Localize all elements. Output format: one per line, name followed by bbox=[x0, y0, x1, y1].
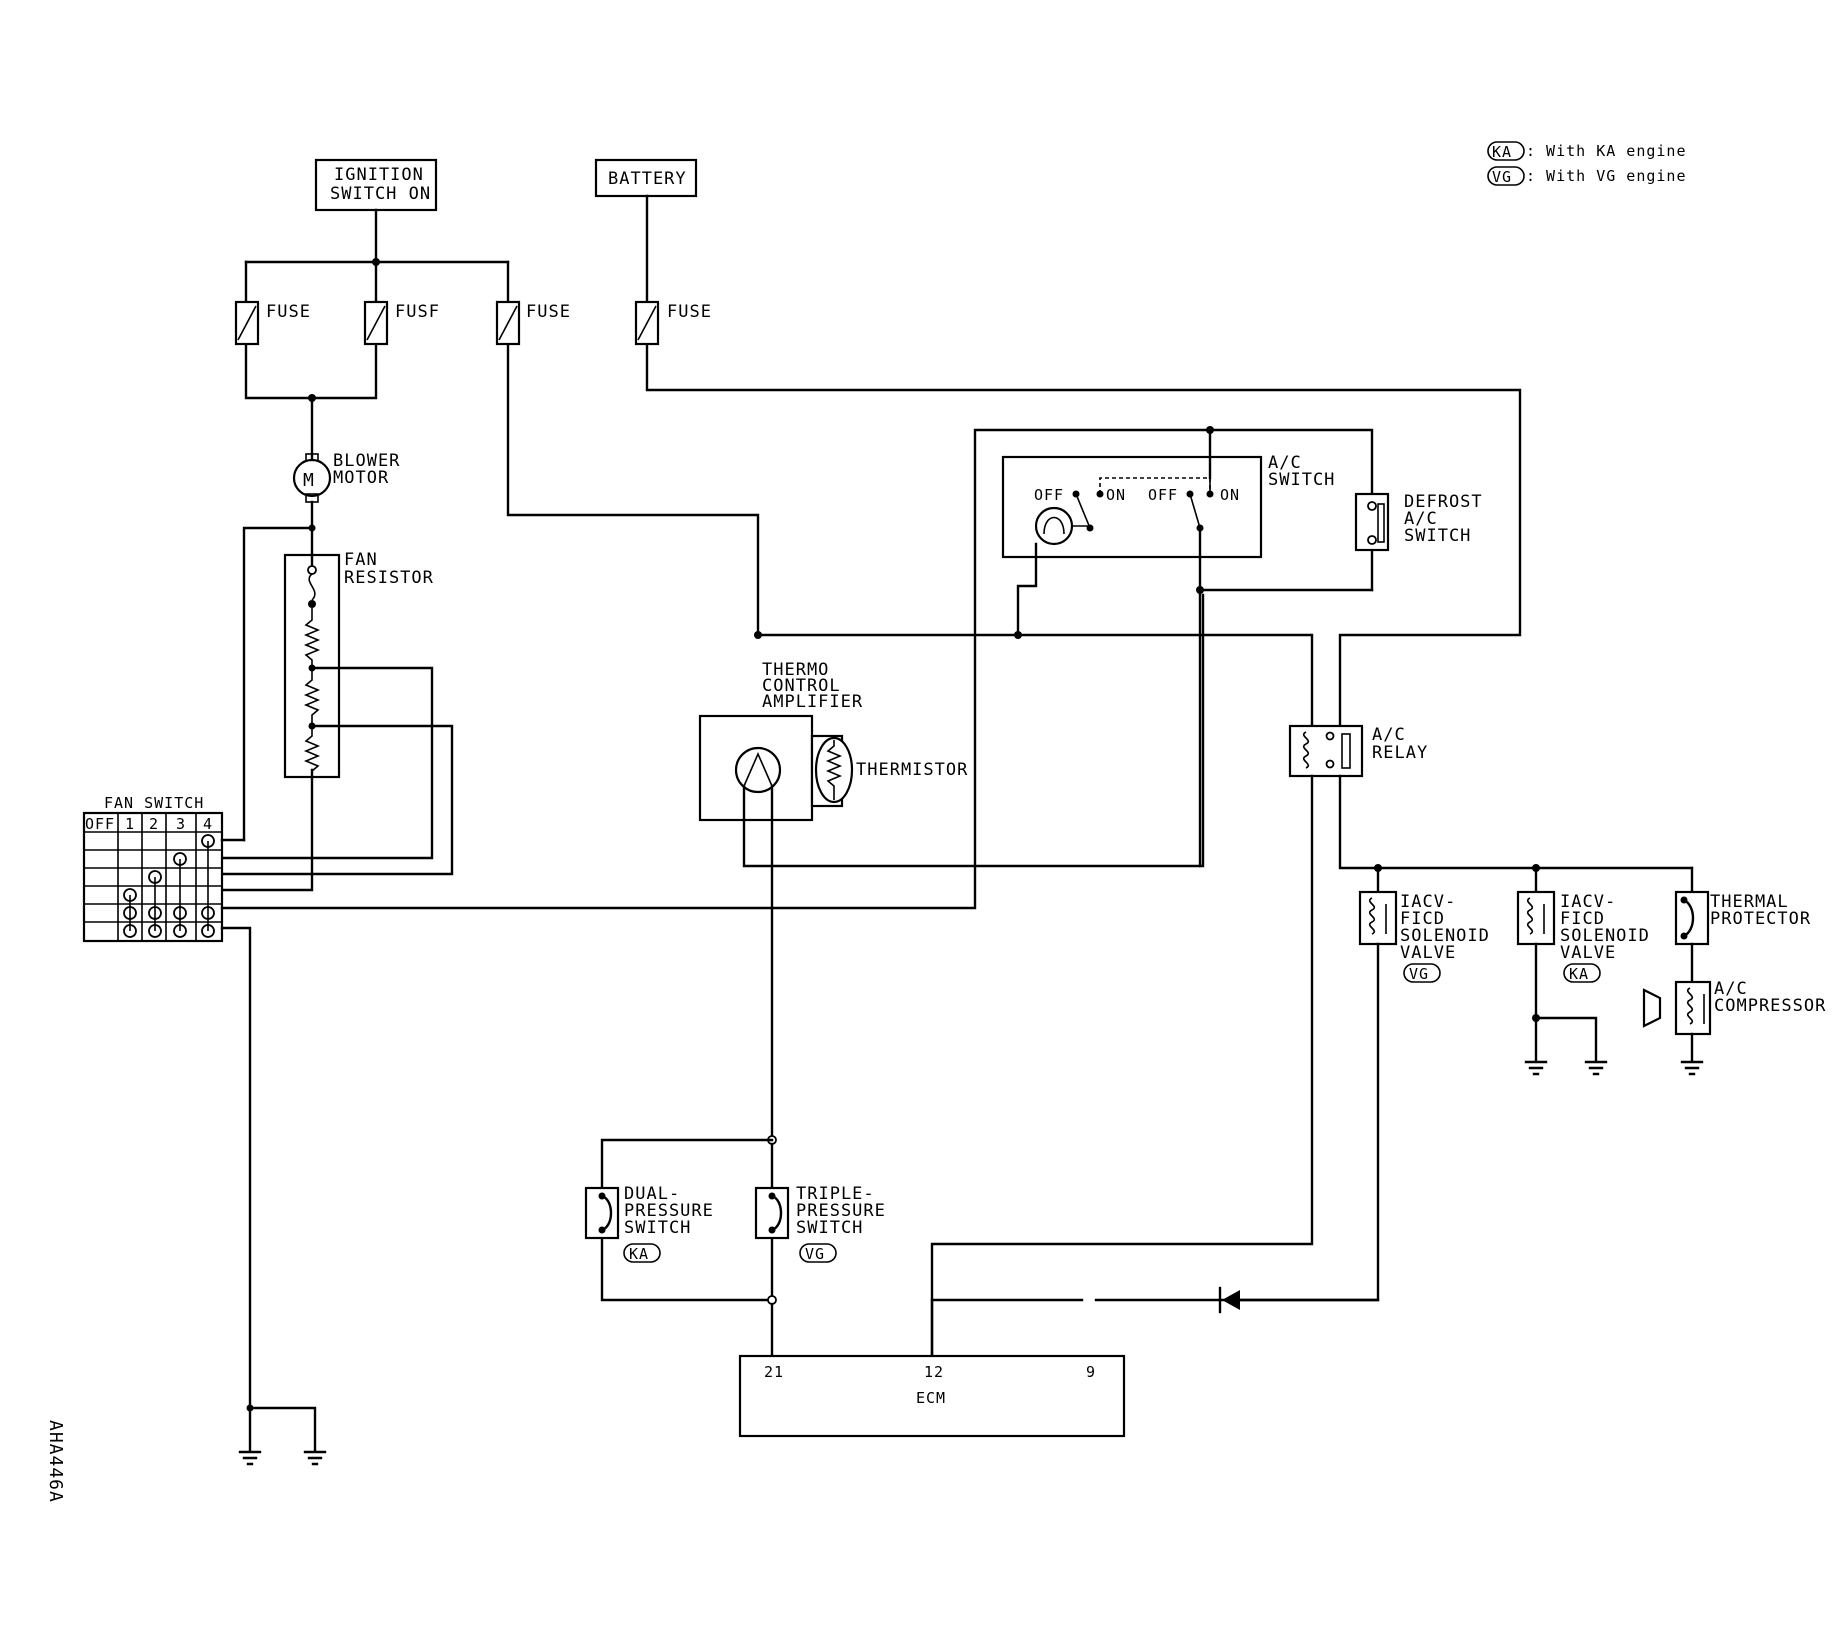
ecm-pin-9: 9 bbox=[1086, 1363, 1096, 1381]
ac-switch-label-line1: A/C bbox=[1268, 453, 1302, 473]
iacv-ficd-solenoid-valve-vg: IACV- FICD SOLENOID VALVE VG bbox=[1358, 890, 1490, 983]
ac-switch-off2: OFF bbox=[1148, 486, 1178, 504]
legend-ka-text: : With KA engine bbox=[1526, 142, 1687, 160]
iacv-ka-ground-wiring bbox=[1524, 942, 1608, 1076]
dual-label-line3: SWITCH bbox=[624, 1218, 691, 1238]
blower-motor: M BLOWER MOTOR bbox=[292, 451, 400, 503]
fan-resistor: FAN RESISTOR bbox=[283, 526, 434, 779]
iacv-vg-label-line4: VALVE bbox=[1400, 943, 1456, 963]
thermal-label-line1: THERMAL bbox=[1710, 892, 1789, 912]
dual-pressure-switch: DUAL- PRESSURE SWITCH KA bbox=[584, 1184, 714, 1263]
iacv-ka-label-line2: FICD bbox=[1560, 909, 1605, 929]
triple-label-line3: SWITCH bbox=[796, 1218, 863, 1238]
ecm-pin-21: 21 bbox=[764, 1363, 784, 1381]
blower-to-switch-4-wire bbox=[242, 526, 314, 842]
fan-switch-pos-1: 1 bbox=[125, 815, 135, 833]
compressor-label-line1: A/C bbox=[1714, 979, 1748, 999]
fan-switch-pos-off: OFF bbox=[85, 815, 115, 833]
iacv-ka-label-line4: VALVE bbox=[1560, 943, 1616, 963]
fan-switch-wiring bbox=[220, 428, 1374, 1452]
figure-code: AHA446A bbox=[45, 1420, 66, 1503]
pressure-switch-wiring bbox=[600, 1135, 777, 1358]
thermo-control-amplifier: THERMO CONTROL AMPLIFIER THERMISTOR bbox=[698, 660, 968, 822]
fan-resistor-taps bbox=[220, 666, 454, 892]
ac-relay-label-line1: A/C bbox=[1372, 725, 1406, 745]
legend-vg-text: : With VG engine bbox=[1526, 167, 1687, 185]
battery-label: BATTERY bbox=[608, 169, 687, 189]
thermo-label-line3: AMPLIFIER bbox=[762, 692, 863, 712]
ecm-label: ECM bbox=[916, 1389, 946, 1407]
ecm-pin-12: 12 bbox=[924, 1363, 944, 1381]
ac-switch-wiring bbox=[1016, 426, 1374, 868]
thermal-label-line2: PROTECTOR bbox=[1710, 909, 1811, 929]
fan-switch-pos-2: 2 bbox=[149, 815, 159, 833]
triple-label-line1: TRIPLE- bbox=[796, 1184, 875, 1204]
thermistor-label: THERMISTOR bbox=[856, 760, 968, 780]
iacv-vg-label-line2: FICD bbox=[1400, 909, 1445, 929]
power-feed-wiring bbox=[244, 194, 1522, 737]
fuse-1-label: FUSE bbox=[266, 302, 311, 322]
defrost-label-line1: DEFROST bbox=[1404, 492, 1483, 512]
fan-switch-pos-3: 3 bbox=[176, 815, 186, 833]
iacv-ka-badge: KA bbox=[1569, 965, 1589, 983]
ecm: 21 12 9 ECM bbox=[738, 1354, 1126, 1438]
defrost-ac-switch: DEFROST A/C SWITCH bbox=[1354, 492, 1483, 552]
ac-switch: A/C SWITCH OFF ON OFF ON bbox=[1001, 453, 1335, 559]
ignition-label-line2: SWITCH ON bbox=[330, 184, 431, 204]
iacv-vg-badge: VG bbox=[1409, 965, 1429, 983]
ground-symbol bbox=[238, 1450, 327, 1466]
legend-ka-badge: KA bbox=[1492, 143, 1512, 161]
legend: KA : With KA engine VG : With VG engine bbox=[1487, 141, 1687, 186]
legend-vg-badge: VG bbox=[1492, 168, 1512, 186]
iacv-ficd-solenoid-valve-ka: IACV- FICD SOLENOID VALVE KA bbox=[1516, 890, 1650, 983]
ac-relay-wiring bbox=[930, 774, 1694, 1358]
ac-relay-label-line2: RELAY bbox=[1372, 743, 1428, 763]
ac-switch-on1: ON bbox=[1106, 486, 1126, 504]
fuse-2-label: FUSF bbox=[395, 302, 440, 322]
ac-compressor: A/C COMPRESSOR bbox=[1642, 979, 1826, 1076]
defrost-label-line3: SWITCH bbox=[1404, 526, 1471, 546]
thermo-label-line1: THERMO bbox=[762, 660, 829, 680]
fuse-3-label: FUSE bbox=[526, 302, 571, 322]
iacv-ka-label-line1: IACV- bbox=[1560, 892, 1616, 912]
ac-switch-label-line2: SWITCH bbox=[1268, 470, 1335, 490]
ignition-switch: IGNITION SWITCH ON bbox=[314, 158, 438, 212]
triple-pressure-switch: TRIPLE- PRESSURE SWITCH VG bbox=[754, 1184, 886, 1263]
dual-label-line2: PRESSURE bbox=[624, 1201, 714, 1221]
compressor-label-line2: COMPRESSOR bbox=[1714, 996, 1826, 1016]
diode bbox=[1218, 1286, 1380, 1314]
battery: BATTERY bbox=[594, 158, 698, 198]
fuse-4-label: FUSE bbox=[667, 302, 712, 322]
fan-resistor-label-line1: FAN bbox=[344, 550, 378, 570]
fan-switch-pos-4: 4 bbox=[203, 815, 213, 833]
iacv-vg-label-line1: IACV- bbox=[1400, 892, 1456, 912]
blower-label-line2: MOTOR bbox=[333, 468, 389, 488]
triple-label-line2: PRESSURE bbox=[796, 1201, 886, 1221]
ac-relay: A/C RELAY bbox=[1288, 724, 1428, 778]
dual-label-line1: DUAL- bbox=[624, 1184, 680, 1204]
thermo-wiring bbox=[742, 593, 1314, 1142]
ac-switch-on2: ON bbox=[1220, 486, 1240, 504]
triple-badge: VG bbox=[805, 1245, 825, 1263]
fan-switch-label: FAN SWITCH bbox=[104, 794, 204, 812]
fuse-4: FUSE bbox=[634, 300, 712, 346]
fan-resistor-label-line2: RESISTOR bbox=[344, 568, 434, 588]
blower-label-line1: BLOWER bbox=[333, 451, 400, 471]
ac-switch-off1: OFF bbox=[1034, 486, 1064, 504]
fuse-1: FUSE bbox=[234, 300, 311, 346]
motor-symbol: M bbox=[303, 470, 315, 491]
dual-badge: KA bbox=[629, 1245, 649, 1263]
thermal-protector: THERMAL PROTECTOR bbox=[1674, 890, 1811, 946]
fan-switch: FAN SWITCH OFF 1 2 3 4 bbox=[82, 794, 224, 943]
fuse-2: FUSF bbox=[363, 300, 440, 346]
iacv-vg-label-line3: SOLENOID bbox=[1400, 926, 1490, 946]
fuse-3: FUSE bbox=[495, 300, 571, 346]
defrost-label-line2: A/C bbox=[1404, 509, 1438, 529]
thermo-label-line2: CONTROL bbox=[762, 676, 841, 696]
iacv-ka-label-line3: SOLENOID bbox=[1560, 926, 1650, 946]
ignition-label-line1: IGNITION bbox=[334, 165, 424, 185]
